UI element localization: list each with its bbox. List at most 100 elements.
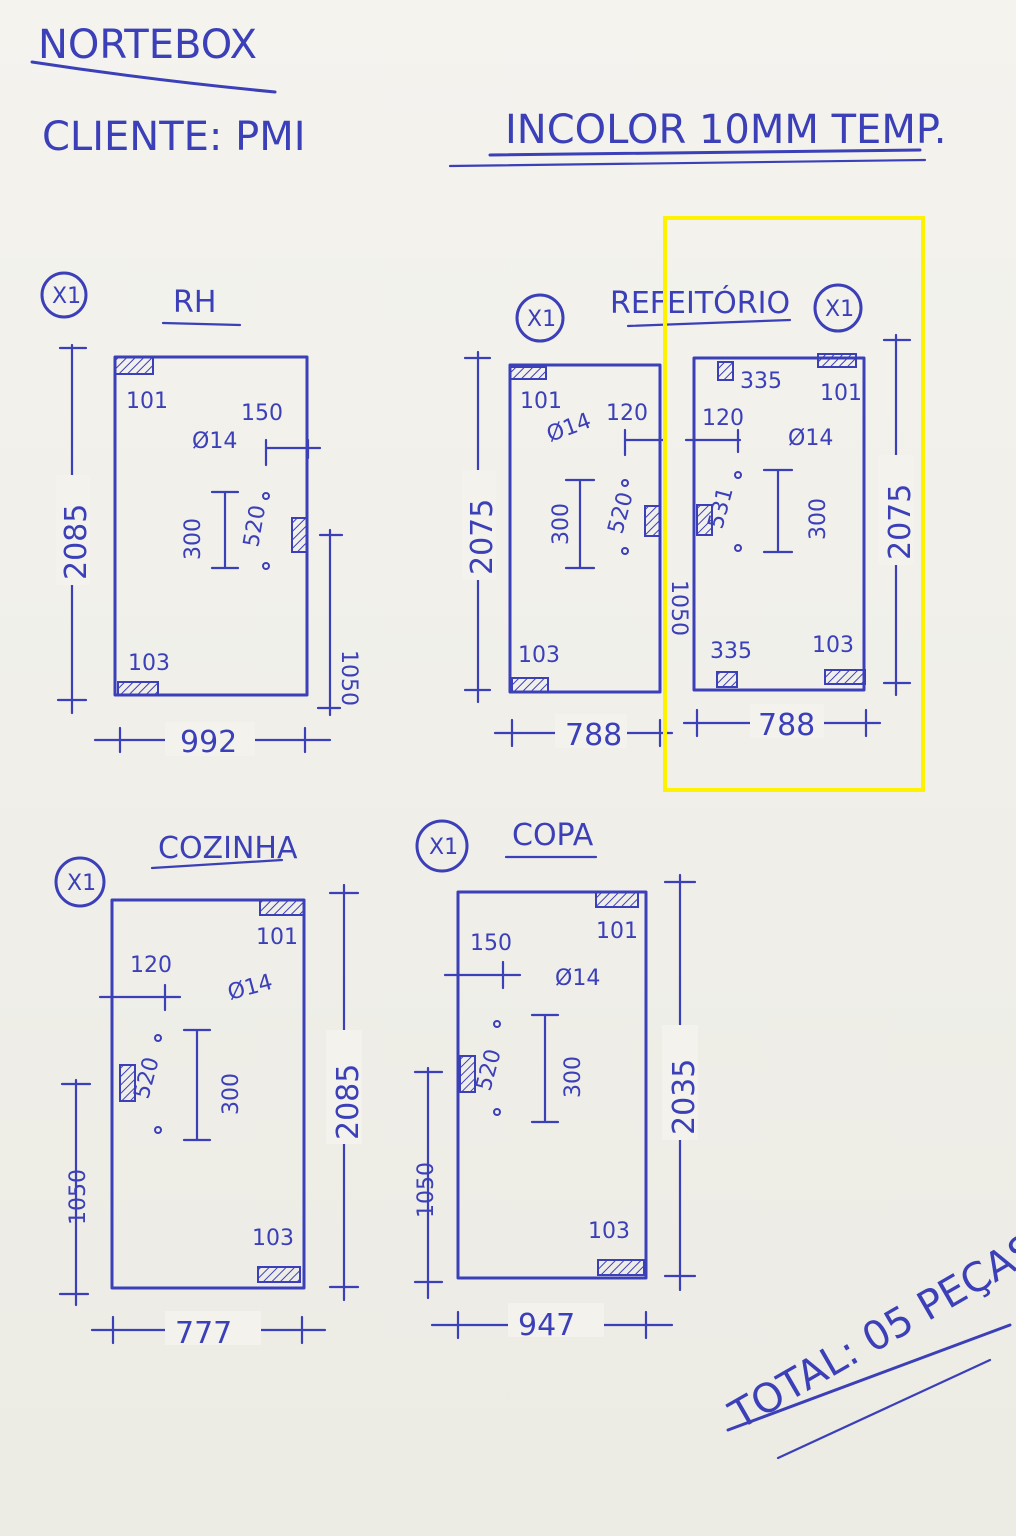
- hinge-bottom: [597, 1259, 645, 1276]
- handle-height-line: [413, 1066, 444, 1300]
- piece-name: COPA: [512, 818, 594, 853]
- dim-label: Ø14: [555, 966, 600, 991]
- height-value: 2085: [59, 504, 94, 580]
- total-pieces: TOTAL: 05 PEÇAS: [721, 1225, 1016, 1439]
- hinge-top: [509, 366, 547, 380]
- width-label-bg: [508, 1303, 604, 1337]
- hinge-top: [595, 891, 639, 908]
- lock-mark: [291, 517, 308, 553]
- client-label: CLIENTE: PMI: [42, 114, 306, 160]
- qty-circle: [515, 293, 565, 343]
- hole: [154, 1034, 162, 1042]
- hole: [262, 562, 270, 570]
- dim-label: 101: [596, 919, 638, 944]
- piece-cozinha: X1 COZINHA 101 120 Ø14 520 300 1050 103 …: [54, 831, 366, 1351]
- width-value: 788: [758, 708, 815, 743]
- dim-label: 335: [740, 369, 782, 394]
- total-underline-1: [726, 1323, 1012, 1432]
- hole: [621, 547, 629, 555]
- selection-box[interactable]: [663, 216, 925, 792]
- offset-line: [98, 983, 182, 1012]
- height-label-bg: [56, 475, 90, 585]
- lock-mark: [696, 504, 713, 536]
- dim-label: 150: [470, 931, 512, 956]
- width-label-bg: [165, 1311, 261, 1345]
- width-value: 947: [518, 1308, 575, 1343]
- qty-circle: [40, 271, 88, 319]
- hole: [154, 1126, 162, 1134]
- hinge-bottom: [117, 681, 159, 696]
- hinge-bottom: [824, 669, 866, 685]
- qty-circle: [415, 819, 469, 873]
- patch-bottom: [716, 671, 738, 688]
- dim-label: Ø14: [192, 429, 237, 454]
- dim-label: 300: [561, 1056, 586, 1098]
- dim-label: 101: [820, 381, 862, 406]
- piece-refeitorio-right: X1 335 101 120 Ø14 531 300 335 103 2075 …: [682, 283, 918, 743]
- height-value: 2075: [883, 484, 918, 560]
- hinge-top: [259, 899, 305, 916]
- width-value: 788: [565, 718, 622, 753]
- width-label-bg: [555, 714, 627, 748]
- dim-label: 103: [128, 651, 170, 676]
- qty-circle: [813, 283, 863, 333]
- dim-label: 1050: [666, 580, 691, 636]
- lock-mark: [459, 1055, 476, 1093]
- hole: [734, 544, 742, 552]
- piece-copa: X1 COPA 101 150 Ø14 520 300 1050 103 203…: [413, 818, 702, 1343]
- hole-spacing-line: [762, 468, 794, 554]
- spec-underline-2: [448, 158, 927, 168]
- hole: [621, 479, 629, 487]
- hinge-top: [817, 353, 857, 368]
- dim-label: 103: [252, 1226, 294, 1251]
- width-label-bg: [165, 722, 255, 756]
- offset-line: [684, 428, 742, 454]
- piece-name: REFEITÓRIO: [610, 284, 790, 321]
- lock-mark: [119, 1064, 136, 1102]
- dim-label: 300: [181, 518, 206, 560]
- height-label-bg: [326, 1030, 362, 1144]
- dim-label: 1050: [336, 650, 361, 706]
- patch-top: [717, 361, 734, 381]
- dim-label: 520: [604, 490, 639, 537]
- lock-mark: [644, 505, 661, 537]
- spec-underline-1: [488, 148, 922, 157]
- company-underline: [30, 60, 277, 94]
- handle-height-line: [58, 1078, 92, 1307]
- hole: [734, 471, 742, 479]
- offset-line: [443, 960, 522, 990]
- hole-spacing-line: [182, 1028, 212, 1142]
- dim-label: 520: [472, 1047, 507, 1094]
- qty-label: X1: [67, 871, 96, 896]
- width-label-bg: [750, 704, 824, 738]
- name-underline: [626, 318, 792, 328]
- dim-label: 520: [130, 1055, 165, 1102]
- qty-label: X1: [825, 297, 854, 322]
- hole-spacing-line: [564, 478, 596, 570]
- dim-label: 300: [549, 503, 574, 545]
- hinge-top: [114, 356, 154, 375]
- height-value: 2035: [667, 1059, 702, 1135]
- height-label-bg: [462, 470, 496, 580]
- qty-label: X1: [527, 307, 556, 332]
- hole: [262, 492, 270, 500]
- width-value: 992: [180, 725, 237, 760]
- hole: [493, 1020, 501, 1028]
- dim-label: Ø14: [544, 409, 595, 448]
- hole-spacing-line: [210, 490, 240, 570]
- dim-label: 120: [702, 406, 744, 431]
- dim-label: 120: [130, 953, 172, 978]
- qty-circle: [54, 856, 106, 908]
- piece-refeitorio-left: X1 REFEITÓRIO 101 120 Ø14 300 520 1050 1…: [462, 284, 792, 753]
- offset-line: [623, 428, 667, 457]
- dim-label: 150: [241, 401, 283, 426]
- dim-label: 120: [606, 401, 648, 426]
- height-label-bg: [662, 1025, 698, 1140]
- hinge-bottom: [511, 677, 549, 693]
- dim-label: 531: [704, 485, 739, 532]
- dim-label: 103: [518, 643, 560, 668]
- piece-rh: X1 RH 101 150 Ø14 300 520 1050 103 2085 …: [40, 271, 361, 760]
- offset-line: [264, 438, 322, 467]
- qty-label: X1: [429, 835, 458, 860]
